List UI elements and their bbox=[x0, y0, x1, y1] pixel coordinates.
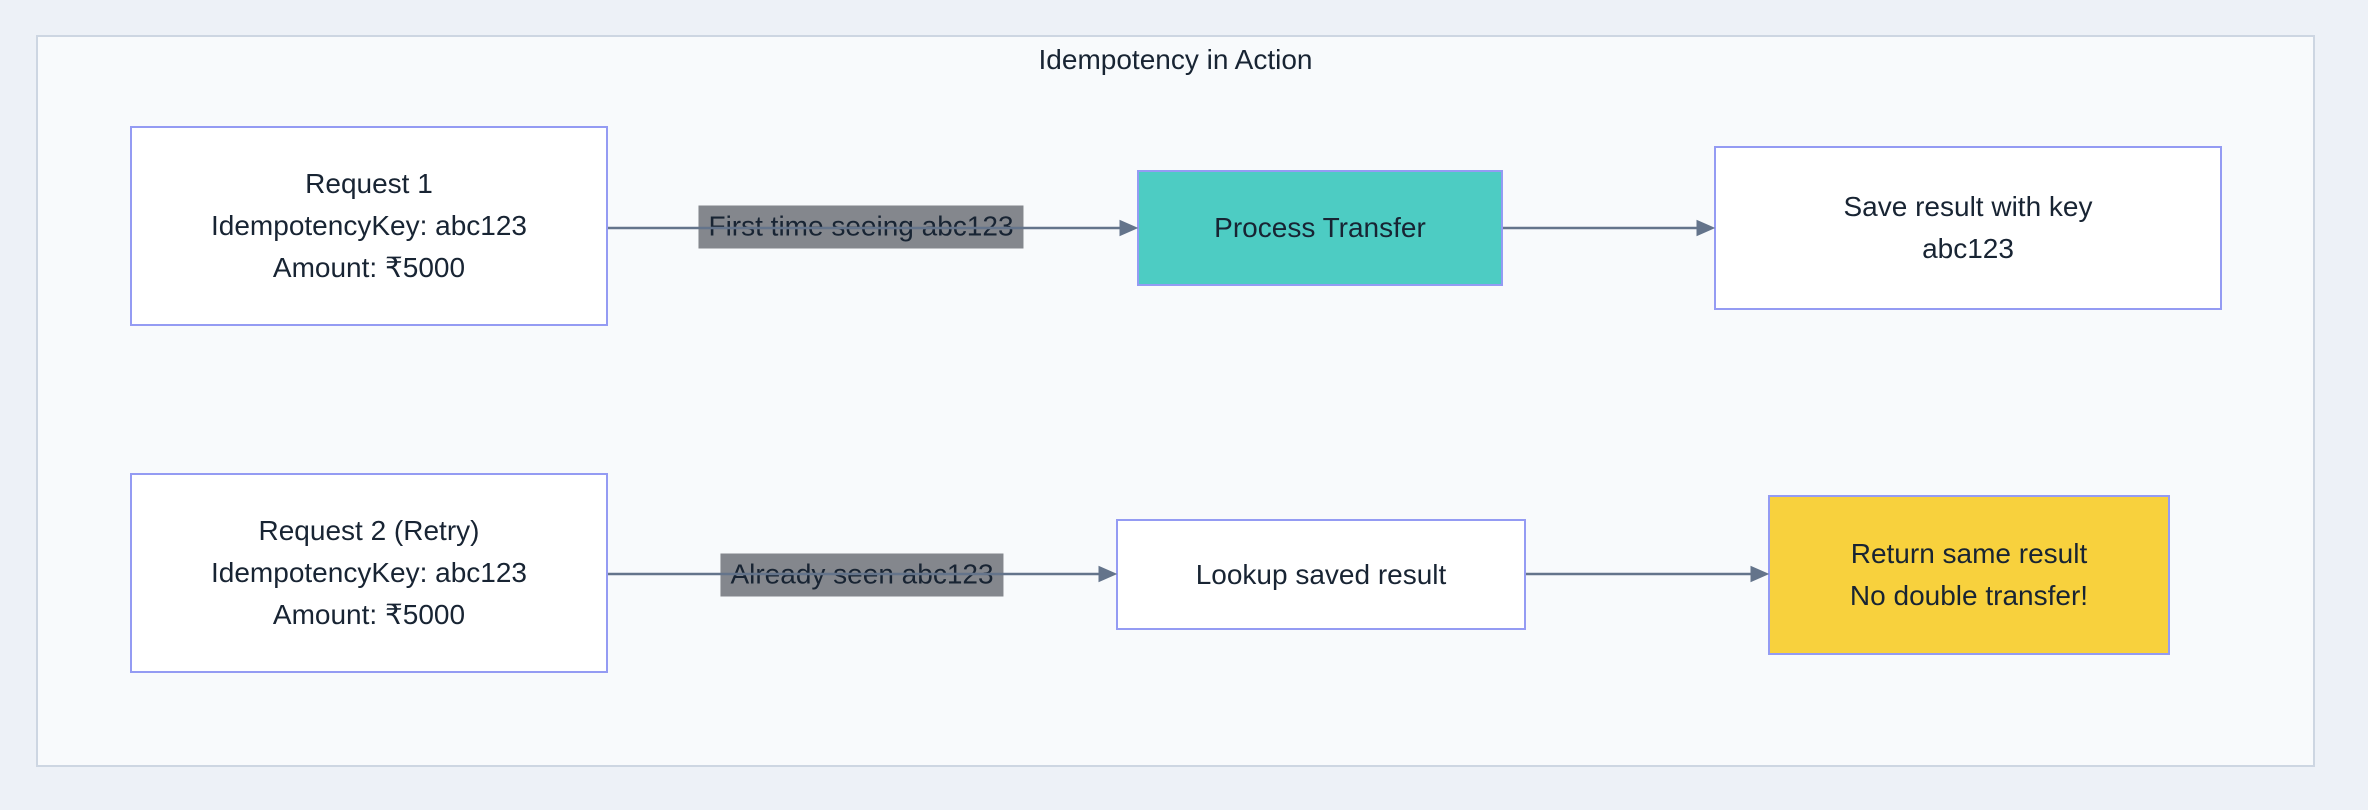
node-return-same-result: Return same result No double transfer! bbox=[1768, 495, 2170, 655]
node-request-1-amount: Amount: ₹5000 bbox=[272, 252, 466, 283]
node-request-1: Request 1 IdempotencyKey: abc123 Amount:… bbox=[130, 126, 608, 326]
node-process-transfer-label: Process Transfer bbox=[1214, 212, 1426, 243]
edge-label-already-seen: Already seen abc123 bbox=[720, 553, 1004, 597]
node-request-2-title: Request 2 (Retry) bbox=[258, 515, 480, 546]
node-request-2-key: IdempotencyKey: abc123 bbox=[211, 557, 527, 588]
node-save-result-line2: abc123 bbox=[1922, 233, 2014, 264]
node-request-2-amount: Amount: ₹5000 bbox=[272, 599, 466, 630]
node-return-same-result-line2: No double transfer! bbox=[1849, 580, 2089, 611]
edge-label-first-time: First time seeing abc123 bbox=[698, 205, 1024, 249]
node-return-same-result-line1: Return same result bbox=[1850, 538, 2088, 569]
node-save-result-line1: Save result with key bbox=[1843, 191, 2093, 222]
node-request-1-title: Request 1 bbox=[305, 168, 433, 199]
node-save-result: Save result with key abc123 bbox=[1714, 146, 2222, 310]
node-request-1-key: IdempotencyKey: abc123 bbox=[211, 210, 527, 241]
node-lookup-saved-result: Lookup saved result bbox=[1116, 519, 1526, 630]
diagram-title: Idempotency in Action bbox=[1038, 44, 1313, 75]
node-request-2: Request 2 (Retry) IdempotencyKey: abc123… bbox=[130, 473, 608, 673]
node-lookup-saved-result-label: Lookup saved result bbox=[1195, 558, 1447, 590]
node-process-transfer: Process Transfer bbox=[1137, 170, 1503, 286]
